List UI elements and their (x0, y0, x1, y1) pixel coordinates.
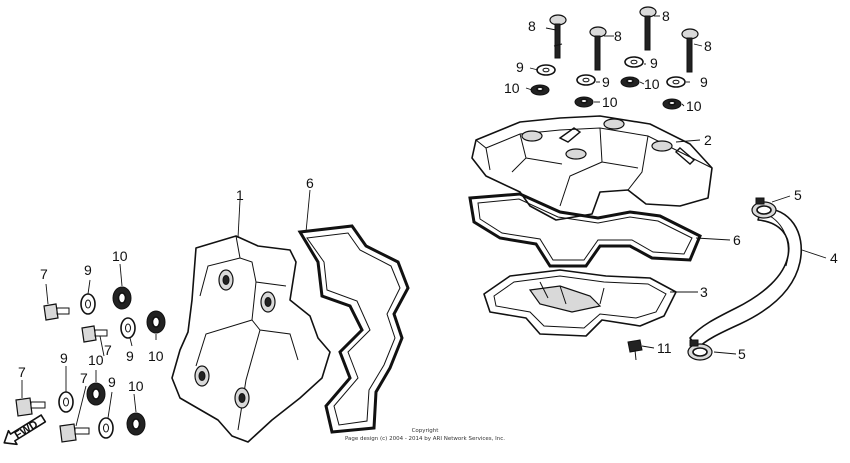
callout-7-c: 7 (18, 364, 26, 380)
hose-clamp-upper (751, 197, 777, 219)
hose-clamp-lower (687, 339, 713, 361)
callout-10-f: 10 (148, 348, 164, 364)
callout-6-front: 6 (306, 175, 314, 191)
callout-9-b: 9 (602, 74, 610, 90)
front-cover-gasket (297, 224, 410, 434)
callout-7-d: 7 (80, 370, 88, 386)
callout-10-a: 10 (504, 80, 520, 96)
copyright-line-1: Copyright (412, 428, 440, 434)
callout-10-c: 10 (644, 76, 660, 92)
callout-6-rear: 6 (733, 232, 741, 248)
callout-4: 4 (830, 250, 838, 266)
callout-9-a: 9 (516, 59, 524, 75)
callout-9-g: 9 (60, 350, 68, 366)
callout-2: 2 (704, 132, 712, 148)
top-washers (536, 56, 686, 88)
callout-11: 11 (657, 340, 672, 356)
callout-9-d: 9 (700, 74, 708, 90)
callout-5-upper: 5 (794, 187, 802, 203)
callout-10-h: 10 (128, 378, 144, 394)
breather-hose (689, 207, 802, 349)
leader-lines (21, 15, 827, 427)
left-washers (58, 293, 136, 439)
callout-10-d: 10 (686, 98, 702, 114)
baffle-plate (483, 269, 677, 337)
callout-8-d: 8 (704, 38, 712, 54)
callout-3: 3 (700, 284, 708, 300)
top-bolt-2 (589, 26, 607, 71)
rear-head-cover (471, 115, 713, 221)
rear-cover-gasket (468, 192, 702, 268)
callout-9-f: 9 (126, 348, 134, 364)
copyright-line-2: Page design (c) 2004 - 2014 by ARI Netwo… (345, 436, 505, 442)
copyright-notice: Copyright Page design (c) 2004 - 2014 by… (345, 428, 505, 442)
callout-10-e: 10 (112, 248, 128, 264)
callout-7-a: 7 (40, 266, 48, 282)
top-bolt-4 (681, 28, 699, 73)
callout-1: 1 (236, 187, 244, 203)
bolt-11 (627, 339, 643, 361)
callout-9-h: 9 (108, 374, 116, 390)
callout-5-lower: 5 (738, 346, 746, 362)
callout-9-c: 9 (650, 55, 658, 71)
callout-10-g: 10 (88, 352, 104, 368)
top-bolt-1 (549, 14, 567, 59)
callout-10-b: 10 (602, 94, 618, 110)
top-bolt-3 (639, 6, 657, 51)
left-bolts (15, 303, 108, 443)
callout-8-c: 8 (662, 8, 670, 24)
fwd-arrow: FWD (3, 414, 47, 446)
callout-9-e: 9 (84, 262, 92, 278)
callout-8-b: 8 (614, 28, 622, 44)
callout-7-b: 7 (104, 342, 112, 358)
left-nuts (86, 286, 166, 436)
callout-labels: 1 6 2 6 3 4 5 5 11 8 8 8 8 9 9 9 9 10 10… (18, 8, 838, 394)
callout-8-a: 8 (528, 18, 536, 34)
front-head-cover (171, 235, 331, 443)
top-nuts (530, 76, 682, 110)
